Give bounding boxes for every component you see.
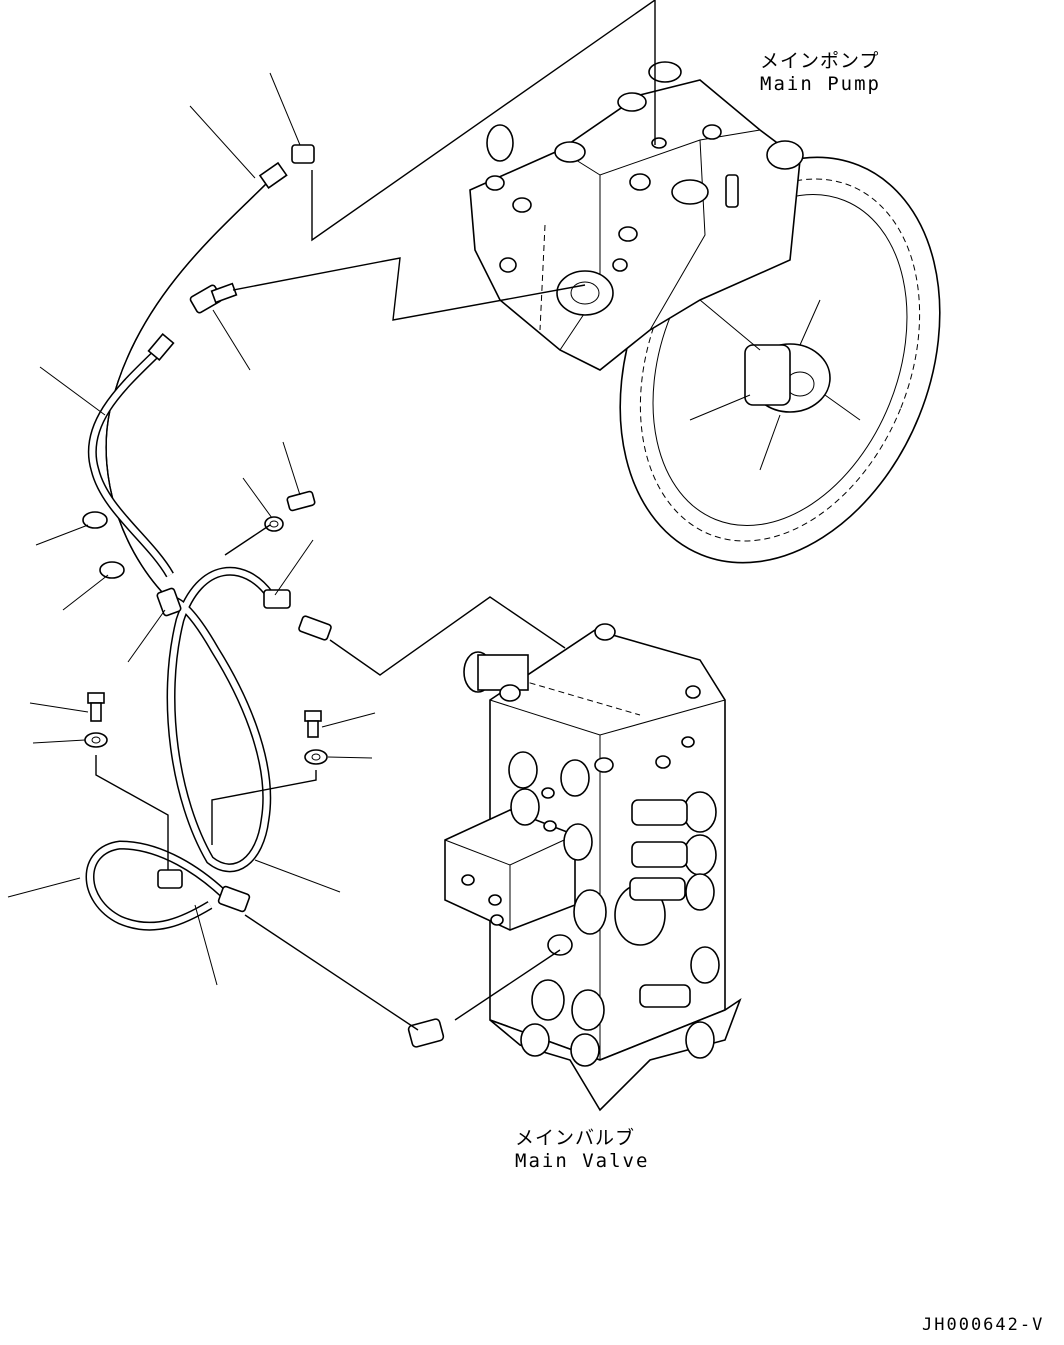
hose-fittings <box>82 144 445 1048</box>
leader-lines <box>7 72 376 986</box>
main-valve-label-jp: メインバルブ <box>515 1127 636 1149</box>
main-valve <box>444 623 742 1112</box>
hose-2 <box>87 341 174 578</box>
connection-lines <box>95 0 656 1031</box>
hose-4 <box>85 840 234 931</box>
main-pump-label-en: Main Pump <box>760 73 881 95</box>
hose-3 <box>166 566 274 873</box>
drawing-number: JH000642-V <box>922 1315 1045 1335</box>
main-valve-label-en: Main Valve <box>515 1150 650 1172</box>
hose-1 <box>105 181 269 606</box>
main-pump <box>469 61 941 564</box>
main-pump-label-jp: メインポンプ <box>760 50 880 72</box>
